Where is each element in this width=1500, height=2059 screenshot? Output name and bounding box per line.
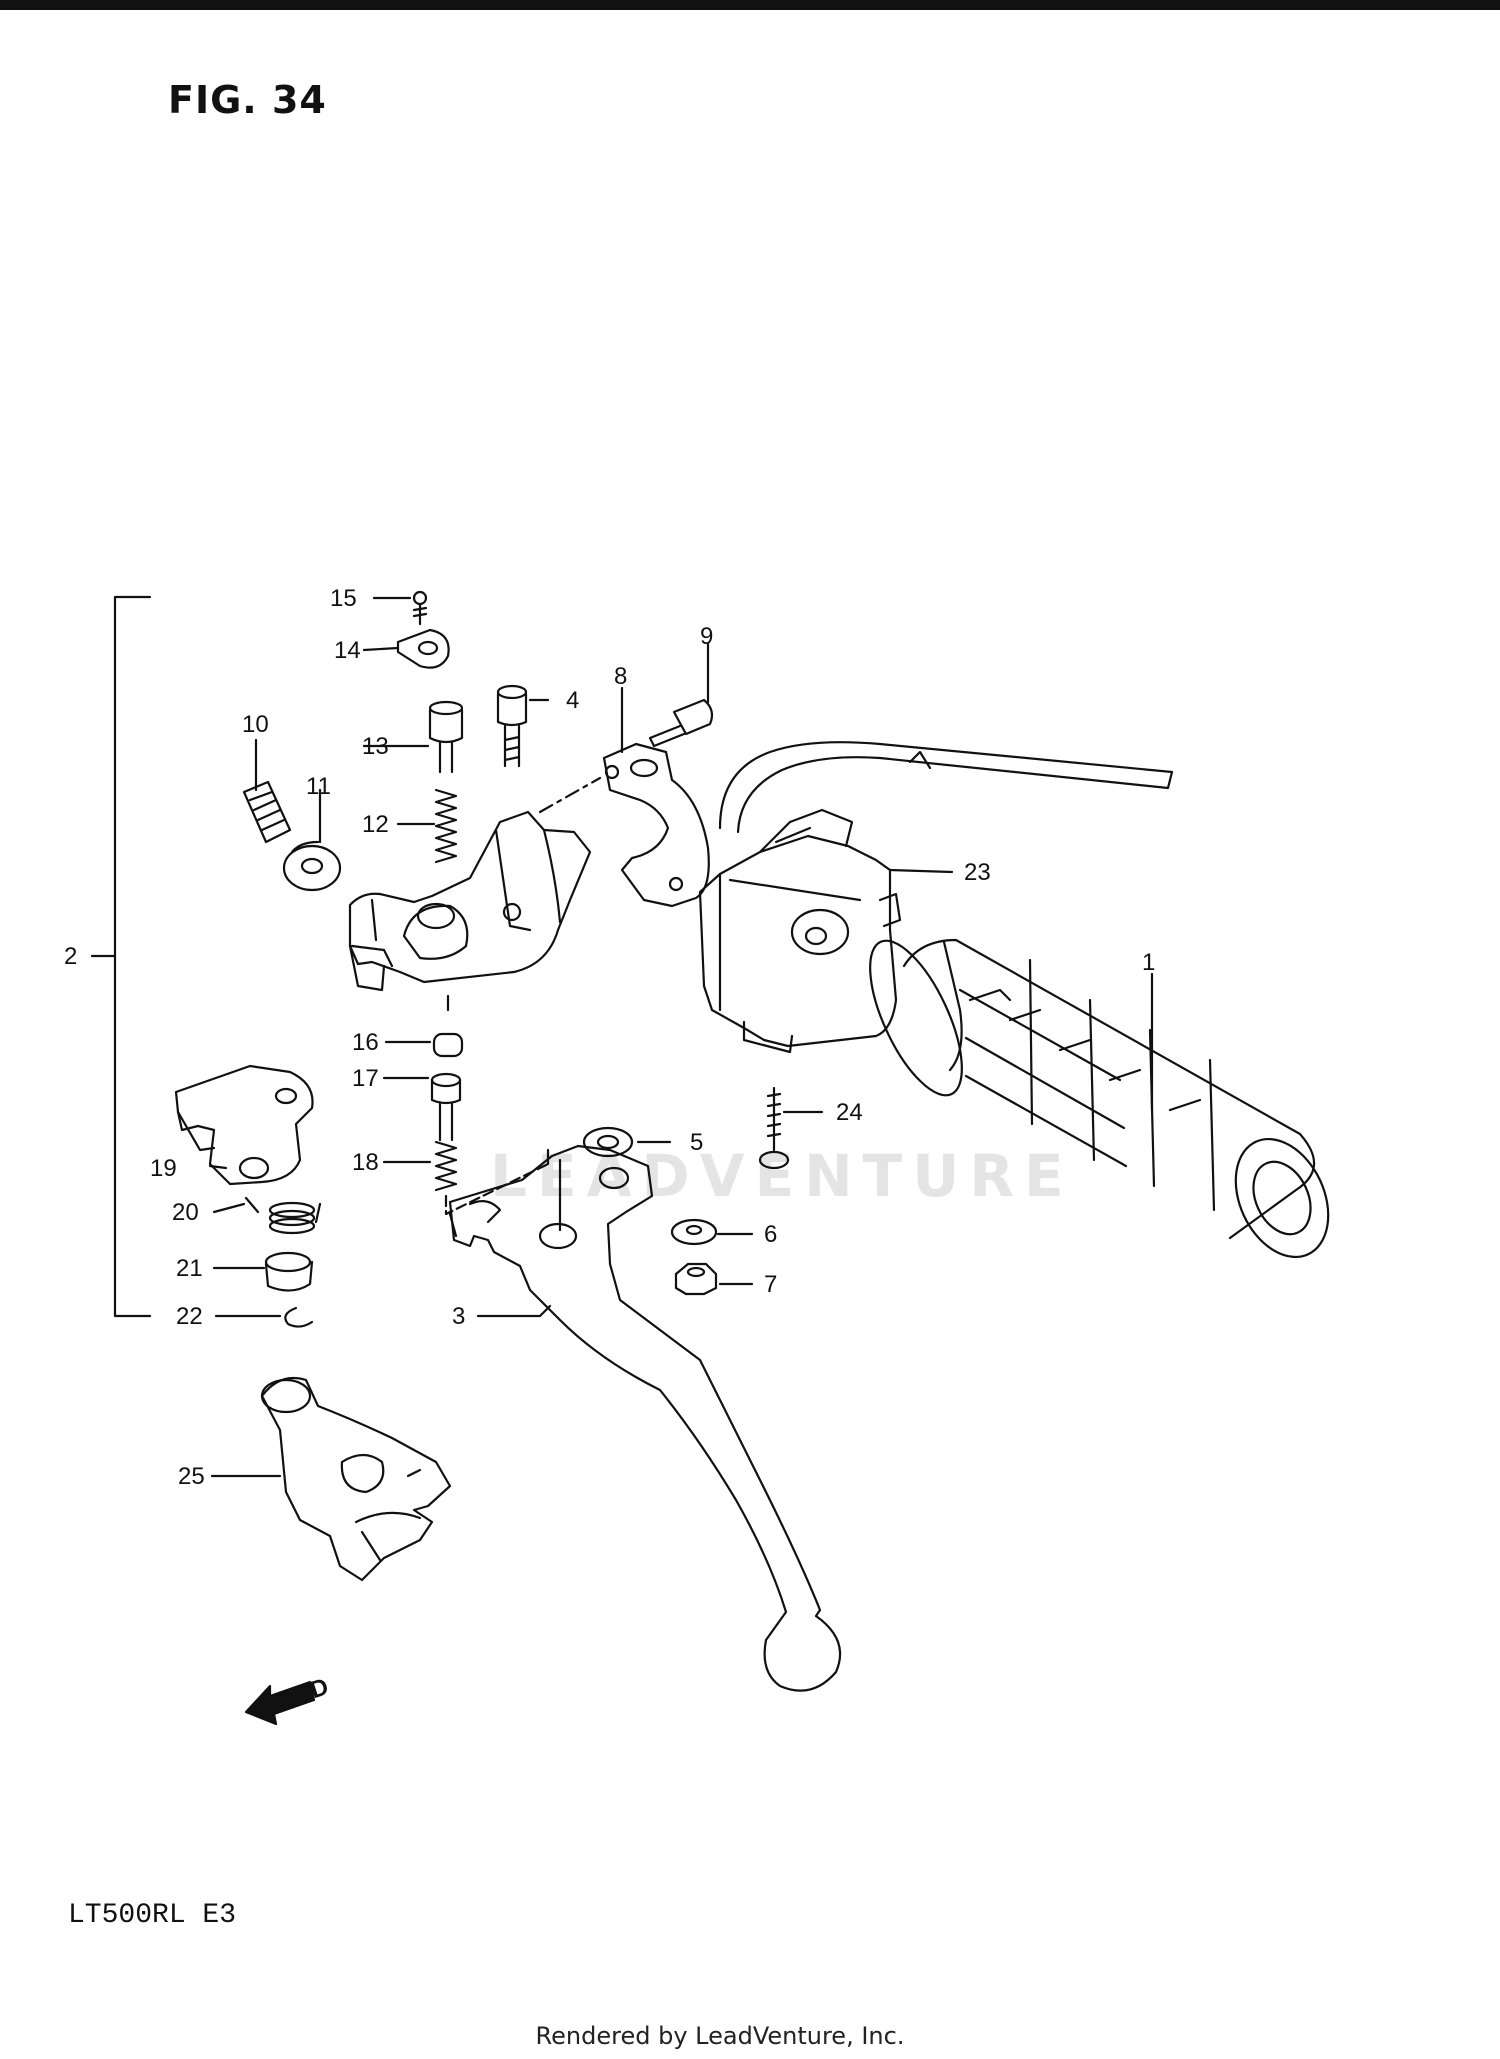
part-7-nut: [674, 1262, 718, 1296]
callout-7: 7: [764, 1271, 777, 1298]
callout-21: 21: [176, 1255, 203, 1282]
part-11-locknut: [282, 840, 342, 892]
fwd-arrow-icon: [244, 1680, 316, 1726]
lever-holder-body: [348, 810, 592, 992]
part-13-pin: [428, 700, 464, 774]
callout-15: 15: [330, 585, 357, 612]
part-3-lever: [448, 1144, 842, 1692]
part-19-bracket: [174, 1064, 314, 1186]
callout-17: 17: [352, 1065, 379, 1092]
part-14-plate: [396, 628, 450, 669]
figure-title: FIG. 34: [168, 78, 327, 122]
callout-14: 14: [334, 637, 361, 664]
callout-18: 18: [352, 1149, 379, 1176]
callout-11: 11: [306, 773, 331, 800]
callout-8: 8: [614, 663, 627, 690]
model-code: LT500RL E3: [68, 1900, 237, 1931]
part-22-circlip: [284, 1306, 314, 1328]
callout-6: 6: [764, 1221, 777, 1248]
callout-5: 5: [690, 1129, 703, 1156]
callout-23: 23: [964, 859, 991, 886]
assembly-bracket: [113, 595, 152, 1318]
part-23-switch: [698, 808, 902, 1054]
part-15-screw: [412, 590, 428, 626]
part-16-cap: [432, 1032, 464, 1058]
callout-19: 19: [150, 1155, 177, 1182]
callout-24: 24: [836, 1099, 863, 1126]
part-21-collar: [264, 1251, 314, 1292]
watermark: LEADVENTURE: [490, 1142, 1074, 1210]
part-4-bolt: [496, 684, 528, 768]
footer-credit: Rendered by LeadVenture, Inc.: [535, 2022, 905, 2050]
callout-1: 1: [1142, 949, 1155, 976]
part-10-adjuster: [242, 780, 292, 844]
part-12-spring: [434, 788, 458, 864]
part-8-clamp: [602, 742, 710, 908]
part-25-cover: [260, 1376, 452, 1582]
part-20-spring: [244, 1196, 322, 1235]
callout-16: 16: [352, 1029, 379, 1056]
part-6-washer: [670, 1218, 718, 1246]
callout-2: 2: [64, 943, 77, 970]
part-18-spring: [434, 1140, 458, 1192]
callout-12: 12: [362, 811, 389, 838]
part-17-pin: [430, 1072, 462, 1142]
callout-4: 4: [566, 687, 579, 714]
callout-9: 9: [700, 623, 713, 650]
callout-10: 10: [242, 711, 269, 738]
part-24-screw: [758, 1086, 790, 1170]
callout-20: 20: [172, 1199, 199, 1226]
part-9-bolt: [648, 698, 714, 748]
cable: [718, 741, 1174, 834]
part-1-grip: [869, 938, 1330, 1259]
callout-13: 13: [362, 733, 389, 760]
callout-3: 3: [452, 1303, 465, 1330]
callout-22: 22: [176, 1303, 203, 1330]
top-border: [0, 0, 1500, 10]
fwd-label: FWD: [272, 1673, 332, 1716]
callout-25: 25: [178, 1463, 205, 1490]
part-5-washer: [582, 1126, 634, 1158]
